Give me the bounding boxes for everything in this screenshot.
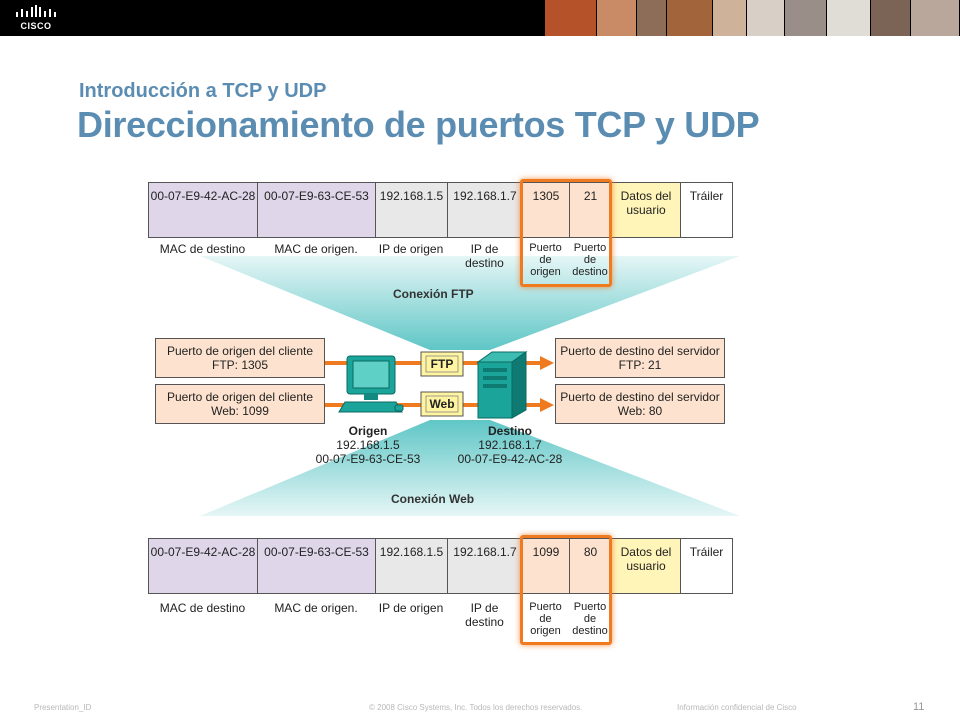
frame-src-port: 1099 [523,539,570,593]
label-dest-port: Puerto de destino [572,601,608,637]
label-dest-mac: MAC de destino [159,242,246,256]
page-number: 11 [913,701,925,713]
dest-host-info: Destino 192.168.1.7 00-07-E9-42-AC-28 [442,424,578,466]
frame-trailer: Tráiler [681,539,732,593]
frame-src-port: 1305 [523,183,570,237]
client-ftp-port-box: Puerto de origen del cliente FTP: 1305 [155,338,325,378]
origin-mac: 00-07-E9-63-CE-53 [315,452,421,466]
ftp-tag-label: FTP [430,357,454,371]
frame-dest-mac: 00-07-E9-42-AC-28 [149,183,258,237]
header-photo [827,0,871,36]
frame-dest-mac: 00-07-E9-42-AC-28 [149,539,258,593]
frame-user-data: Datos del usuario [612,183,681,237]
label-src-ip: IP de origen [378,242,444,256]
frame-src-ip: 192.168.1.5 [376,183,448,237]
header-photo-strip [545,0,960,36]
ftp-connection-label: Conexión FTP [393,287,474,301]
ftp-frame-labels: MAC de destino MAC de origen. IP de orig… [148,242,733,278]
frame-user-data: Datos del usuario [612,539,681,593]
header-photo [747,0,785,36]
header-photo [667,0,713,36]
server-icon [476,351,528,419]
frame-trailer: Tráiler [681,183,732,237]
slide-title: Direccionamiento de puertos TCP y UDP [77,104,760,145]
header-photo [785,0,827,36]
dest-title: Destino [487,424,532,438]
header-photo [871,0,911,36]
ftp-frame: 00-07-E9-42-AC-28 00-07-E9-63-CE-53 192.… [148,182,733,238]
header-photo [637,0,667,36]
ftp-tag [420,351,464,377]
label-src-ip: IP de origen [378,601,444,615]
footer-confidential: Información confidencial de Cisco [677,703,797,712]
cisco-bridge-icon [16,5,56,17]
origin-title: Origen [348,424,388,438]
label-dest-ip: IP de destino [465,242,504,270]
frame-src-mac: 00-07-E9-63-CE-53 [258,539,376,593]
label-src-port: Puerto de origen [529,601,562,637]
frame-dest-ip: 192.168.1.7 [448,539,523,593]
frame-dest-port: 21 [570,183,612,237]
label-dest-ip: IP de destino [465,601,504,629]
server-web-port-box: Puerto de destino del servidor Web: 80 [555,384,725,424]
ftp-funnel [200,256,740,350]
cisco-wordmark: CISCO [20,21,52,31]
header-photo [911,0,960,36]
label-src-mac: MAC de origen. [274,242,358,256]
web-tag-label: Web [429,397,455,411]
cisco-logo: CISCO [12,5,60,31]
frame-dest-port: 80 [570,539,612,593]
label-src-mac: MAC de origen. [274,601,358,615]
label-src-port: Puerto de origen [529,242,562,278]
dest-mac: 00-07-E9-42-AC-28 [457,452,563,466]
server-ftp-port-box: Puerto de destino del servidor FTP: 21 [555,338,725,378]
frame-src-ip: 192.168.1.5 [376,539,448,593]
origin-host-info: Origen 192.168.1.5 00-07-E9-63-CE-53 [300,424,436,466]
header-photo [597,0,637,36]
header-photo [713,0,747,36]
frame-src-mac: 00-07-E9-63-CE-53 [258,183,376,237]
web-connection-label: Conexión Web [391,492,475,506]
client-computer-icon [338,355,404,413]
header-bar: CISCO [0,0,960,36]
label-dest-port: Puerto de destino [572,242,608,278]
header-photo [545,0,597,36]
web-port-highlight [520,535,612,645]
web-funnel [200,420,740,516]
slide-subtitle: Introducción a TCP y UDP [79,80,327,102]
origin-ip: 192.168.1.5 [336,438,400,452]
ftp-port-highlight [520,179,612,287]
frame-dest-ip: 192.168.1.7 [448,183,523,237]
footer-presentation-id: Presentation_ID [34,703,92,712]
web-tag [420,391,464,417]
dest-ip: 192.168.1.7 [478,438,542,452]
web-frame: 00-07-E9-42-AC-28 00-07-E9-63-CE-53 192.… [148,538,733,594]
footer-copyright: © 2008 Cisco Systems, Inc. Todos los der… [369,703,583,712]
client-web-port-box: Puerto de origen del cliente Web: 1099 [155,384,325,424]
web-frame-labels: MAC de destino MAC de origen. IP de orig… [148,601,733,637]
label-dest-mac: MAC de destino [159,601,246,615]
